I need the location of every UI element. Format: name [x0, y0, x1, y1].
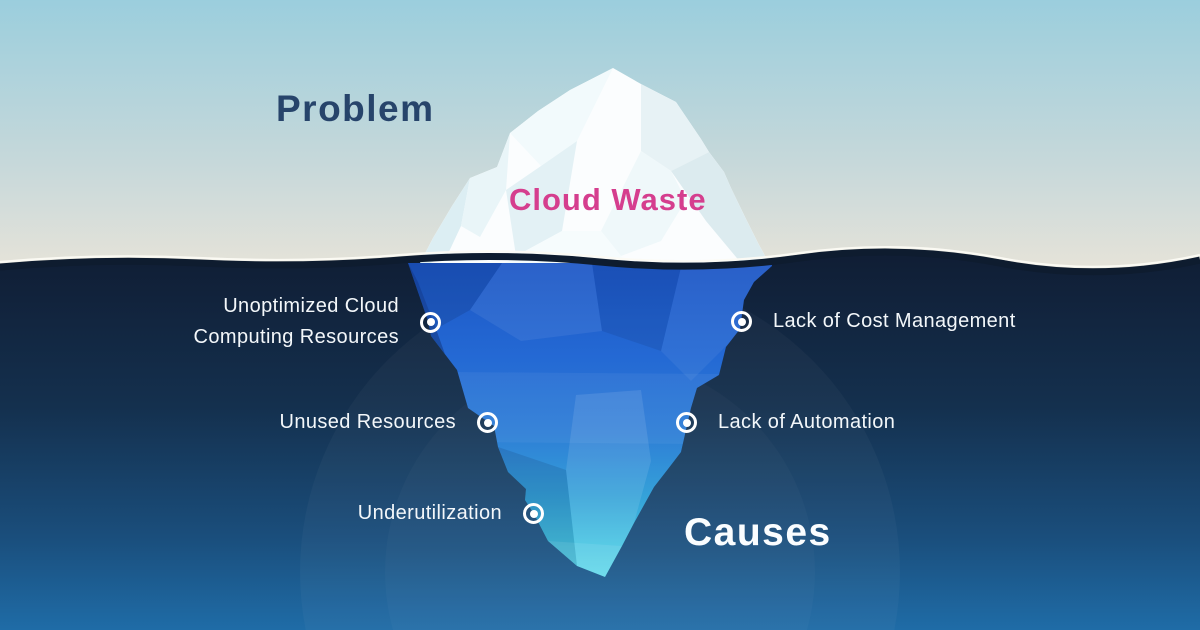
cause-label: Lack of Automation	[718, 411, 896, 433]
bullseye-icon	[523, 503, 544, 524]
cause-label: Unused Resources	[279, 411, 456, 433]
bullseye-icon	[420, 311, 441, 333]
causes-heading: Causes	[684, 511, 832, 554]
bullseye-dot	[682, 418, 691, 427]
cloud-waste-heading: Cloud Waste	[509, 182, 707, 217]
bullseye-dot	[426, 318, 435, 326]
bullseye-icon	[731, 311, 752, 332]
cause-label: Lack of Cost Management	[773, 310, 1016, 332]
cause-label-line: Unoptimized Cloud	[223, 295, 399, 317]
bullseye-icon	[477, 412, 498, 433]
bullseye-icon	[676, 412, 697, 433]
problem-heading: Problem	[276, 88, 435, 129]
cause-label-line: Computing Resources	[193, 326, 399, 348]
bullseye-dot	[483, 418, 492, 427]
cause-label: Underutilization	[357, 502, 502, 524]
bullseye-dot	[737, 317, 746, 326]
cause-unoptimized-cloud: Unoptimized Cloud Computing Resources	[194, 291, 441, 353]
cause-underutilization: Underutilization	[358, 498, 544, 529]
cause-lack-of-automation: Lack of Automation	[676, 407, 895, 438]
cause-unused-resources: Unused Resources	[279, 407, 498, 438]
iceberg-above-water	[420, 68, 769, 263]
cause-cost-management: Lack of Cost Management	[731, 306, 1016, 337]
bullseye-dot	[529, 509, 538, 518]
cause-label: Unoptimized Cloud Computing Resources	[194, 291, 399, 353]
